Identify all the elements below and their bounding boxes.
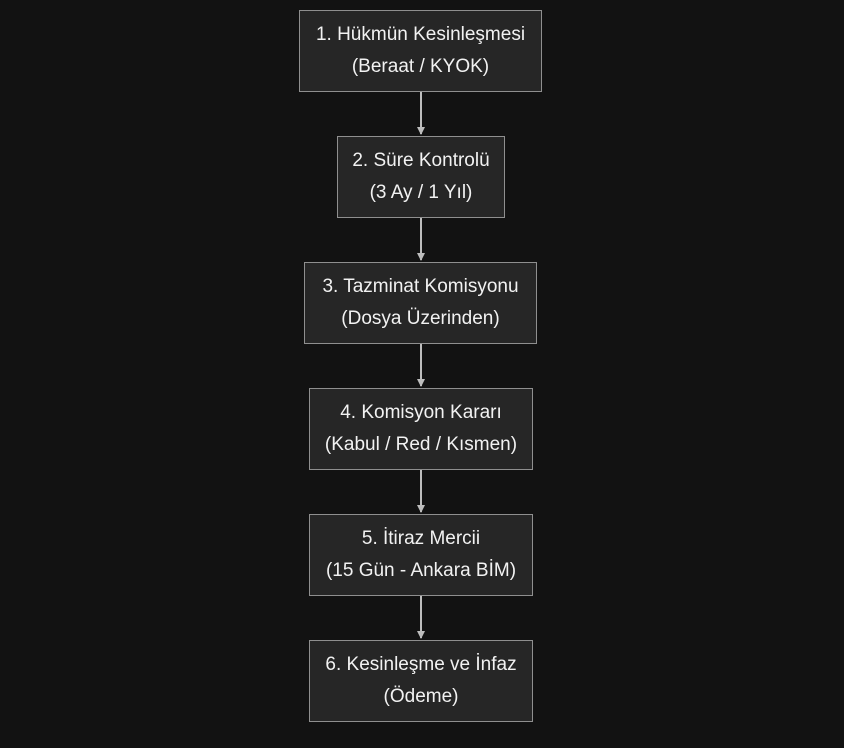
step-3-node: 3. Tazminat Komisyonu (Dosya Üzerinden) [304, 262, 537, 344]
step-5-node: 5. İtiraz Mercii (15 Gün - Ankara BİM) [309, 514, 533, 596]
step-3-detail: (Dosya Üzerinden) [341, 308, 500, 329]
step-3-title: 3. Tazminat Komisyonu [322, 276, 519, 297]
step-5-title: 5. İtiraz Mercii [361, 528, 481, 549]
step-6-title: 6. Kesinleşme ve İnfaz [325, 654, 517, 675]
step-2-title: 2. Süre Kontrolü [352, 150, 490, 171]
step-4-detail: (Kabul / Red / Kısmen) [324, 434, 518, 455]
step-1-title: 1. Hükmün Kesinleşmesi [315, 24, 526, 45]
step-2-detail: (3 Ay / 1 Yıl) [369, 182, 473, 203]
step-6-detail: (Ödeme) [383, 686, 459, 707]
step-4-node: 4. Komisyon Kararı (Kabul / Red / Kısmen… [309, 388, 533, 470]
step-6-node: 6. Kesinleşme ve İnfaz (Ödeme) [309, 640, 533, 722]
step-2-node: 2. Süre Kontrolü (3 Ay / 1 Yıl) [337, 136, 505, 218]
step-1-node: 1. Hükmün Kesinleşmesi (Beraat / KYOK) [299, 10, 542, 92]
step-4-title: 4. Komisyon Kararı [340, 402, 502, 423]
step-5-detail: (15 Gün - Ankara BİM) [325, 560, 517, 581]
step-1-detail: (Beraat / KYOK) [351, 56, 490, 77]
